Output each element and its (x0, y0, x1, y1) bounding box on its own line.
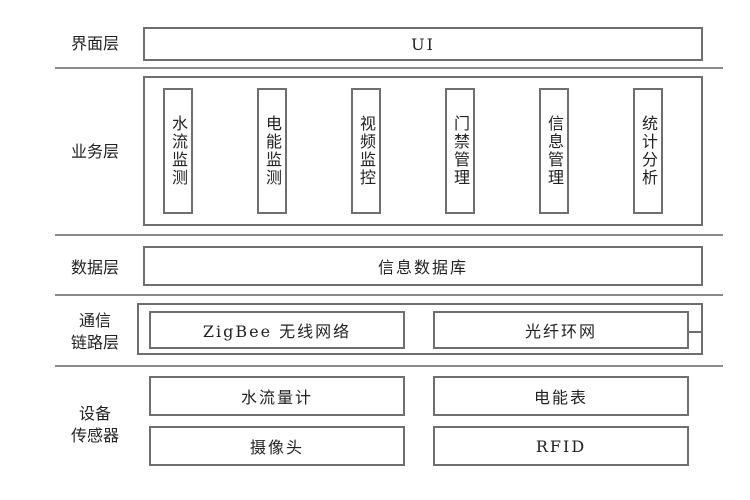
module-label: 门禁管理 (451, 115, 470, 187)
ui-box: UI (143, 27, 703, 61)
fiber-ring-box: 光纤环网 (433, 311, 689, 349)
module-label: 信息管理 (545, 115, 564, 187)
business-layer-box: 水流监测 电能监测 视频监控 门禁管理 信息管理 统计分析 (143, 76, 703, 226)
module-access-control: 门禁管理 (445, 88, 475, 214)
layer-label-business: 业务层 (70, 142, 119, 161)
separator-4 (55, 365, 723, 367)
separator-2 (55, 234, 723, 236)
camera-box: 摄像头 (149, 426, 405, 466)
link-layer-box: ZigBee 无线网络 光纤环网 (137, 303, 703, 355)
database-box: 信息数据库 (143, 246, 703, 286)
module-label: 视频监控 (357, 115, 376, 187)
module-statistics: 统计分析 (633, 88, 663, 214)
separator-3 (55, 294, 723, 296)
rfid-box: RFID (433, 426, 689, 466)
electric-meter-box: 电能表 (433, 376, 689, 416)
water-flow-meter-box: 水流量计 (149, 376, 405, 416)
module-label: 统计分析 (639, 115, 658, 187)
module-water-monitoring: 水流监测 (163, 88, 193, 214)
separator-1 (55, 67, 723, 69)
module-power-monitoring: 电能监测 (257, 88, 287, 214)
zigbee-network-box: ZigBee 无线网络 (149, 311, 405, 349)
module-video-surveillance: 视频监控 (351, 88, 381, 214)
layer-label-link: 通信 链路层 (70, 311, 119, 352)
module-info-management: 信息管理 (539, 88, 569, 214)
layer-label-device: 设备 传感器 (70, 404, 119, 445)
layer-label-data: 数据层 (70, 258, 119, 277)
module-label: 电能监测 (263, 115, 282, 187)
layer-label-ui: 界面层 (70, 34, 119, 53)
link-connector-line (687, 331, 703, 333)
module-label: 水流监测 (169, 115, 188, 187)
